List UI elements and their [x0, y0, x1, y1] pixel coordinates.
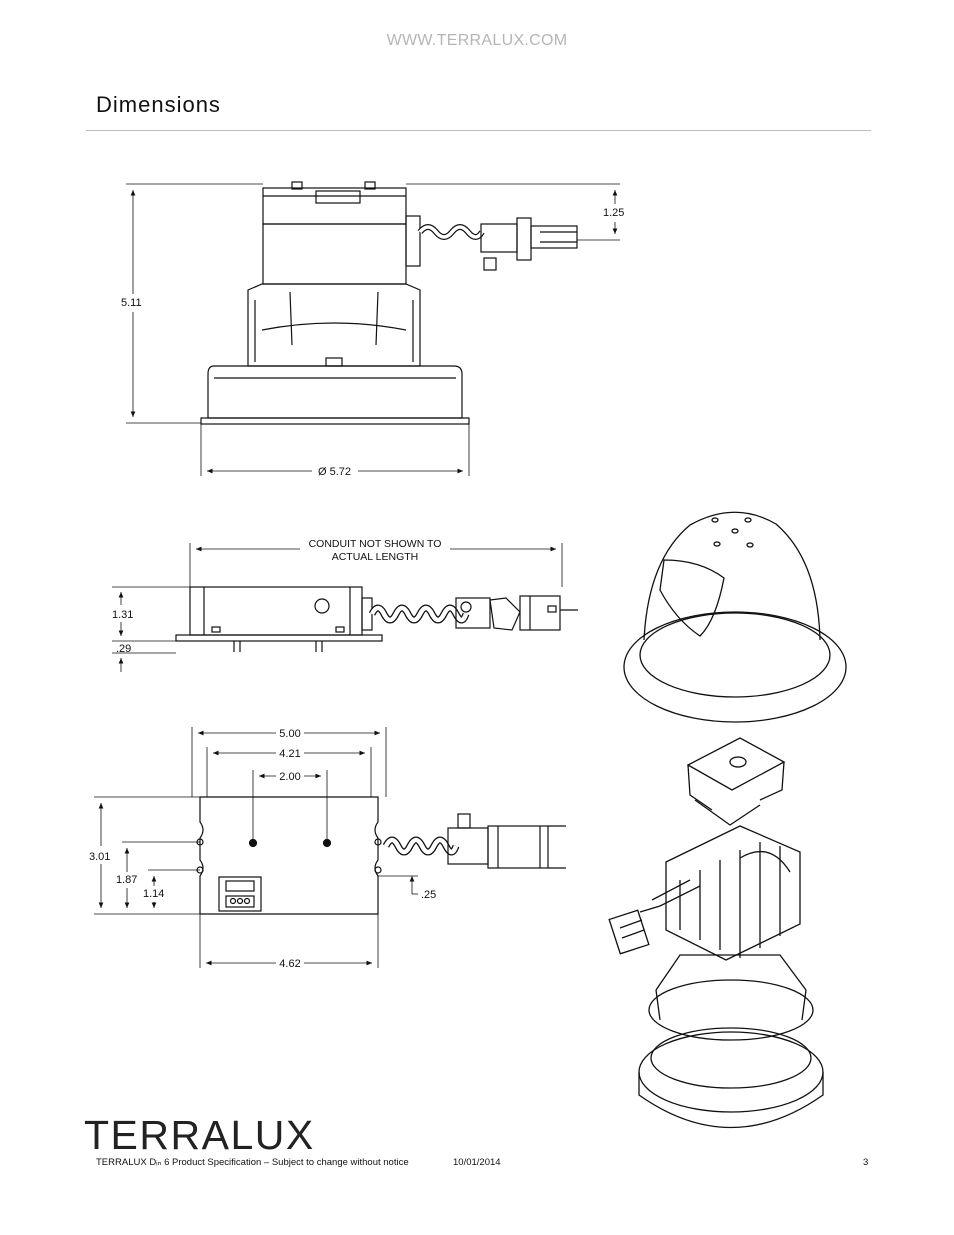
exploded-view-drawing: [608, 511, 847, 1129]
terralux-logo: TERRALUX: [84, 1112, 315, 1158]
heading-divider: [86, 130, 871, 131]
footer-product-spec: TERRALUX Dᵢₙ 6 Product Specification – S…: [96, 1157, 409, 1168]
page-number: 3: [863, 1157, 869, 1168]
section-heading: Dimensions: [96, 92, 221, 117]
side-view-drawing: [126, 181, 620, 476]
top-view-drawing: [94, 727, 566, 968]
top-offset-dimension-label: 1.25: [603, 207, 624, 219]
top-view-height3-label: 1.14: [143, 888, 164, 900]
mid-width-label: 4.21: [279, 748, 300, 760]
height-dimension-label: 5.11: [121, 297, 142, 309]
website-url: WWW.TERRALUX.COM: [386, 32, 568, 49]
low-profile-height-label: 1.31: [112, 609, 133, 621]
base-width-label: 4.62: [279, 958, 300, 970]
top-view-height2-label: 1.87: [116, 874, 137, 886]
diameter-dimension-label: Ø 5.72: [318, 466, 351, 478]
top-view-height-label: 3.01: [89, 851, 110, 863]
offset-label: .25: [421, 889, 436, 901]
low-profile-view-drawing: [112, 543, 578, 672]
hole-spacing-label: 2.00: [279, 771, 300, 783]
outer-width-label: 5.00: [279, 728, 300, 740]
conduit-note-line1: CONDUIT NOT SHOWN TO: [309, 538, 442, 550]
footer-date: 10/01/2014: [453, 1157, 501, 1168]
flange-thickness-label: .29: [116, 643, 131, 655]
conduit-note-line2: ACTUAL LENGTH: [332, 551, 419, 563]
